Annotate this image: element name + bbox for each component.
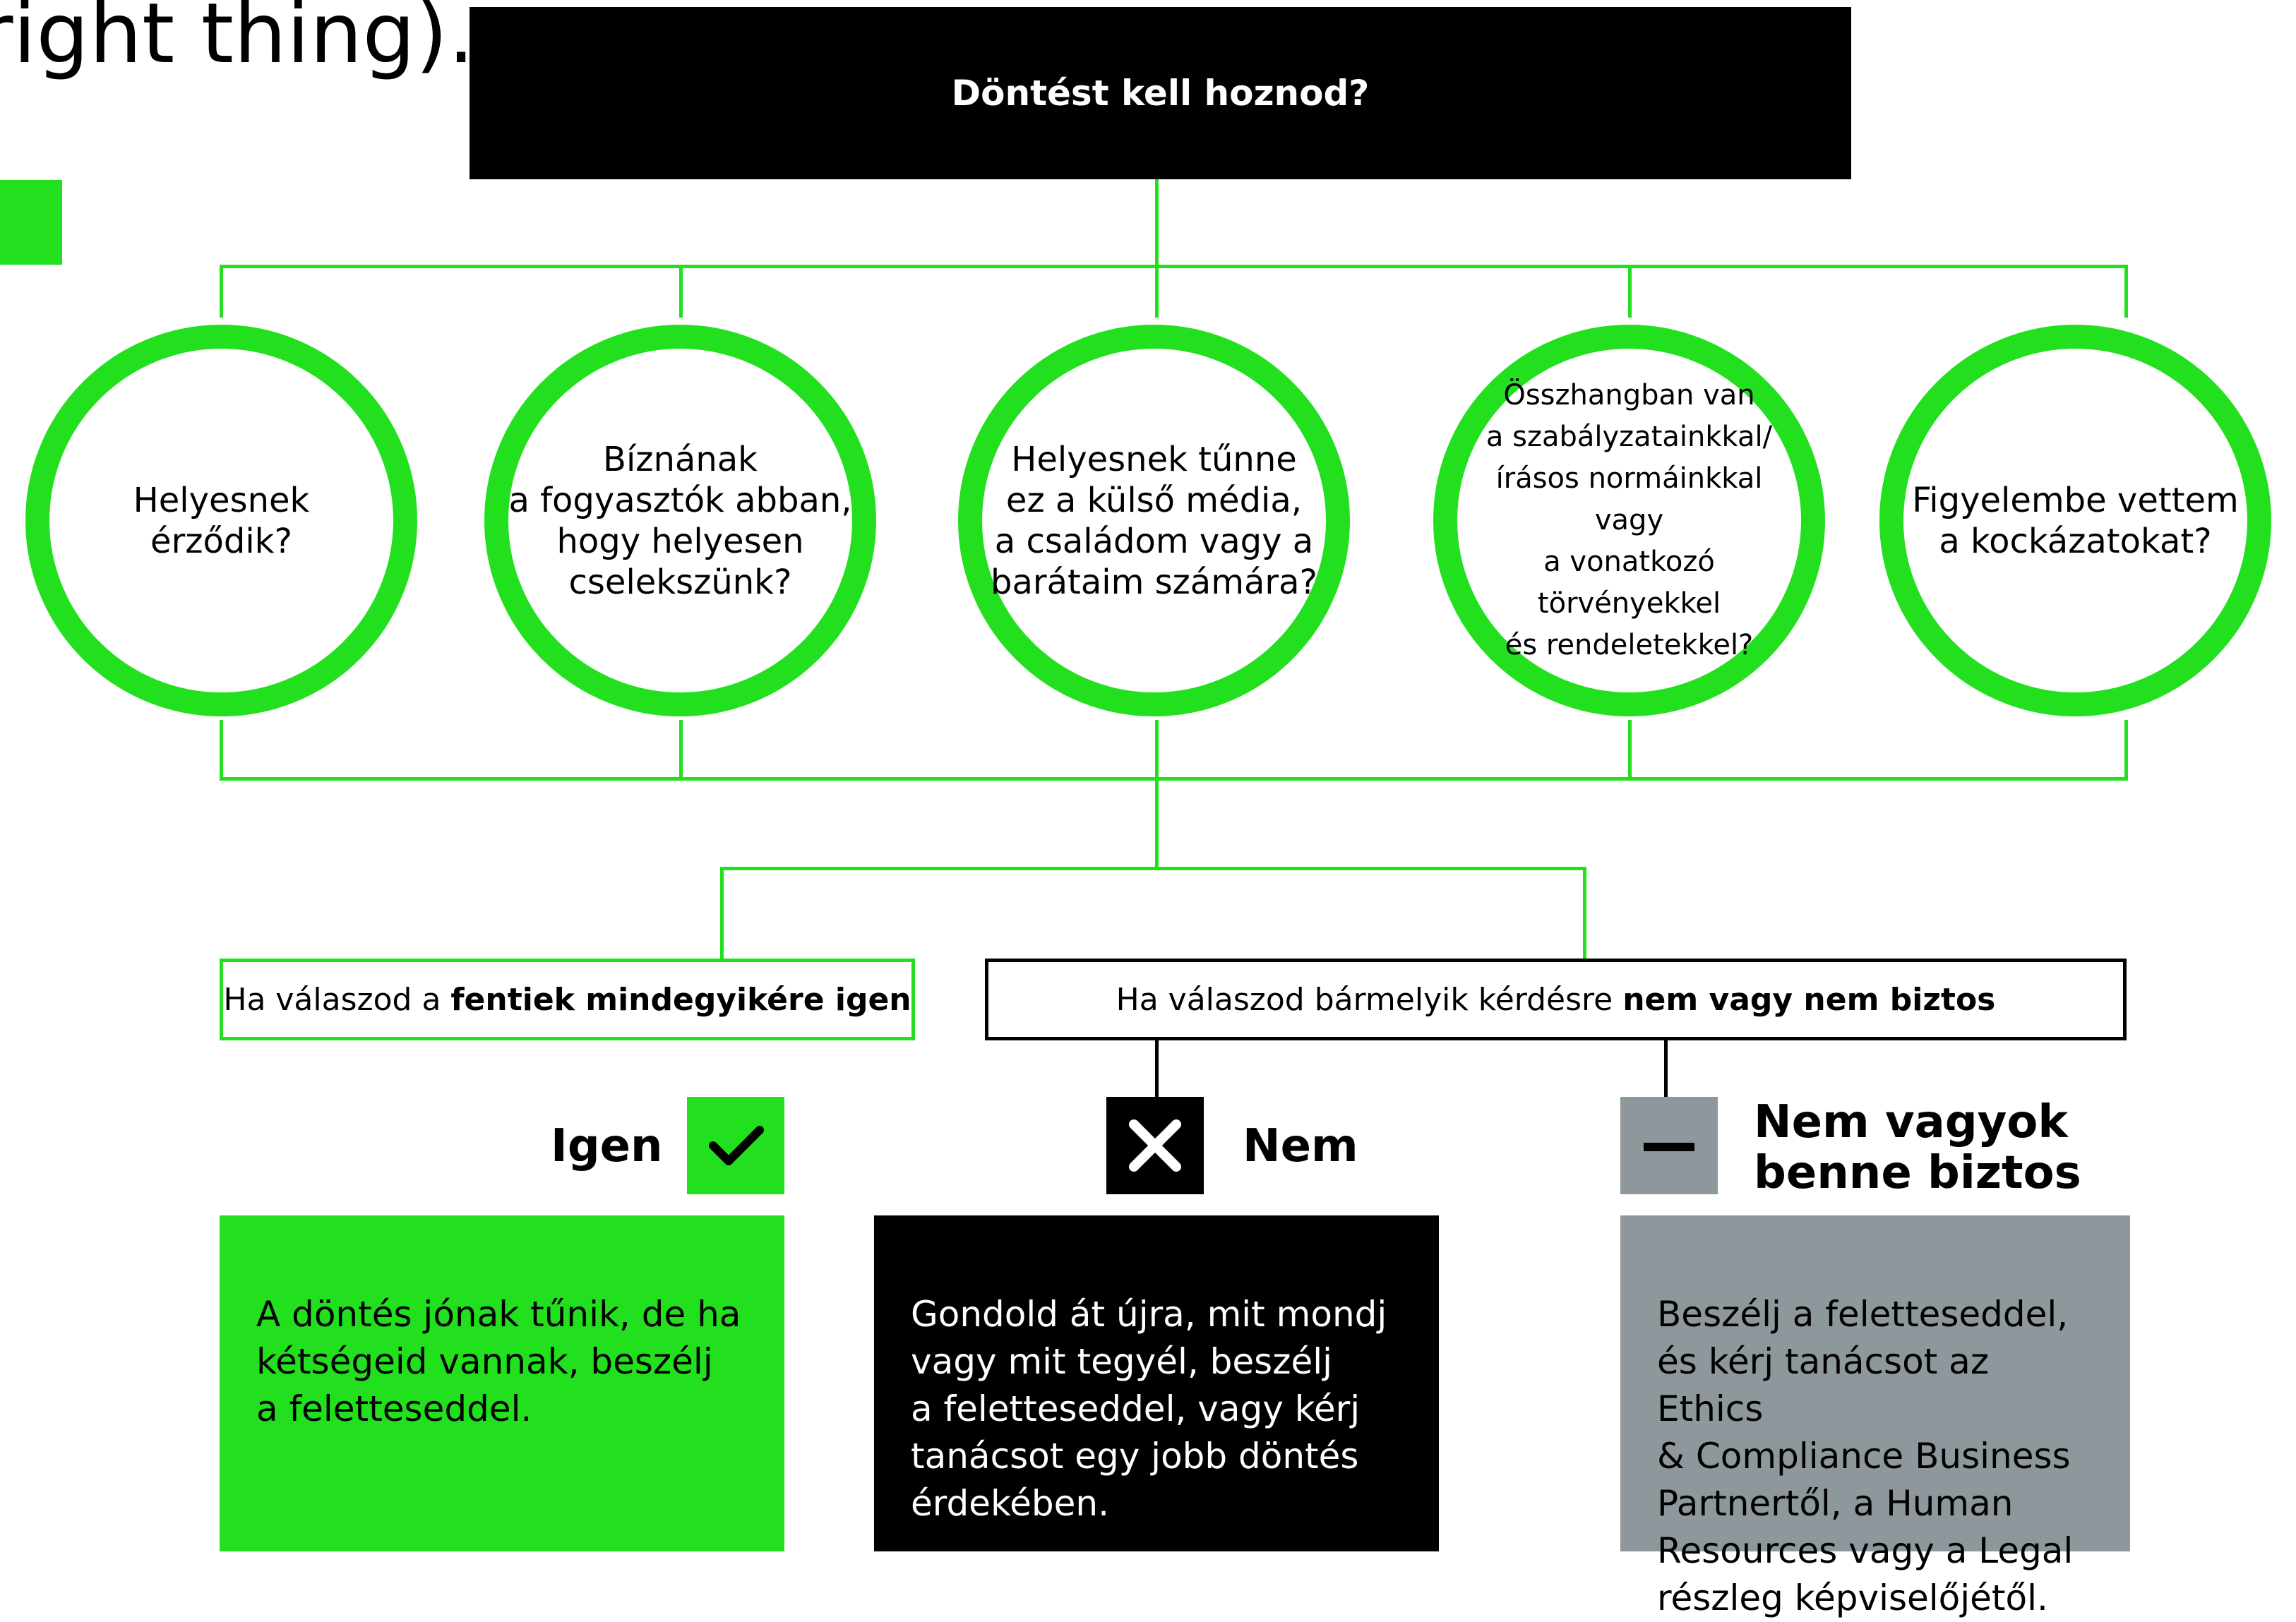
condition-no-box: Ha válaszod bármelyik kérdésre nem vagy … <box>985 959 2127 1040</box>
connector-to-yes <box>720 867 724 959</box>
question-circle-2: Bíznának a fogyasztók abban, hogy helyes… <box>484 325 876 716</box>
connector-rise-5 <box>2124 720 2128 781</box>
question-circle-1: Helyesnek érződik? <box>25 325 417 716</box>
condition-yes-box: Ha válaszod a fentiek mindegyikére igen <box>220 959 915 1040</box>
connector-trunk-top <box>1155 179 1159 267</box>
condition-no-bold: nem vagy nem biztos <box>1622 981 1996 1018</box>
x-icon <box>1106 1097 1204 1194</box>
connector-rise-4 <box>1628 720 1632 781</box>
top-question-text: Döntést kell hoznod? <box>951 73 1370 114</box>
question-text-2: Bíznának a fogyasztók abban, hogy helyes… <box>508 439 852 602</box>
question-circle-4: Összhangban van a szabályzatainkkal/ írá… <box>1433 325 1825 716</box>
connector-bar-top <box>220 265 2128 268</box>
connector-drop-1 <box>220 265 223 318</box>
connector-trunk-bottom <box>1155 777 1159 869</box>
connector-drop-5 <box>2124 265 2128 318</box>
condition-yes-prefix: Ha válaszod a <box>223 981 451 1018</box>
outcome-no-text: Gondold át újra, mit mondj vagy mit tegy… <box>911 1294 1387 1524</box>
outcome-unsure-panel: Beszélj a feletteseddel, és kérj tanácso… <box>1620 1215 2130 1618</box>
question-text-3: Helyesnek tűnne ez a külső média, a csal… <box>990 439 1318 602</box>
connector-to-no <box>1583 867 1586 959</box>
connector-bar-bottom <box>220 777 2128 781</box>
connector-drop-4 <box>1628 265 1632 318</box>
outcome-unsure-text: Beszélj a feletteseddel, és kérj tanácso… <box>1657 1294 2074 1618</box>
outcome-yes-title: Igen <box>551 1120 663 1172</box>
connector-rise-2 <box>679 720 683 781</box>
header-fragment: right thing). <box>0 0 474 82</box>
connector-no-to-unsure <box>1664 1040 1668 1097</box>
connector-rise-1 <box>220 720 223 781</box>
top-question-box: Döntést kell hoznod? <box>470 7 1851 179</box>
outcome-unsure-title: Nem vagyok benne biztos <box>1754 1096 2081 1199</box>
question-circle-5: Figyelembe vettem a kockázatokat? <box>1879 325 2271 716</box>
check-icon <box>687 1097 784 1194</box>
outcome-yes-panel: A döntés jónak tűnik, de ha kétségeid va… <box>220 1215 784 1551</box>
connector-drop-2 <box>679 265 683 318</box>
condition-yes-bold: fentiek mindegyikére igen <box>450 981 911 1018</box>
connector-no-to-nem <box>1155 1040 1159 1097</box>
connector-drop-3 <box>1155 265 1159 318</box>
question-text-5: Figyelembe vettem a kockázatokat? <box>1912 480 2239 561</box>
connector-rise-3 <box>1155 720 1159 781</box>
outcome-no-panel: Gondold át újra, mit mondj vagy mit tegy… <box>874 1215 1439 1551</box>
minus-icon <box>1620 1097 1718 1194</box>
outcome-yes-text: A döntés jónak tűnik, de ha kétségeid va… <box>256 1294 741 1429</box>
question-text-1: Helyesnek érződik? <box>133 480 310 561</box>
green-accent-square <box>0 180 62 265</box>
condition-no-prefix: Ha válaszod bármelyik kérdésre <box>1116 981 1623 1018</box>
question-text-4: Összhangban van a szabályzatainkkal/ írá… <box>1485 379 1773 661</box>
outcome-no-title: Nem <box>1243 1120 1358 1172</box>
question-circle-3: Helyesnek tűnne ez a külső média, a csal… <box>958 325 1350 716</box>
connector-split-bar <box>720 867 1586 870</box>
